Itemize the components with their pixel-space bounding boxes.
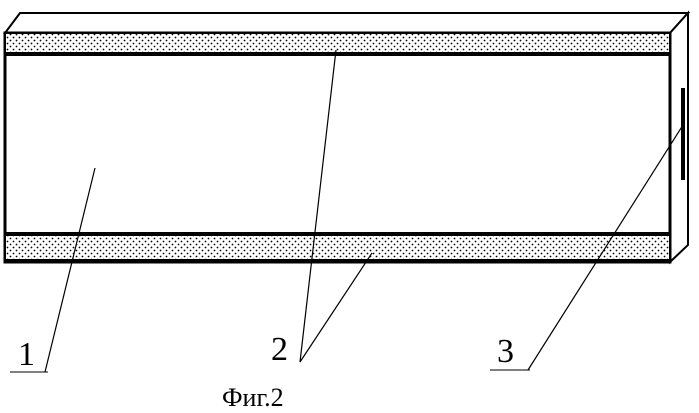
label-part-1: 1 (18, 336, 35, 373)
label-part-3: 3 (497, 333, 514, 370)
label-part-2: 2 (271, 331, 288, 368)
box-side-face (670, 13, 688, 262)
figure-caption: Фиг.2 (222, 383, 284, 412)
front-face (5, 33, 670, 262)
bottom-dotted-layer (6, 236, 669, 260)
top-dotted-layer (6, 34, 669, 54)
box-top-face (5, 13, 688, 33)
